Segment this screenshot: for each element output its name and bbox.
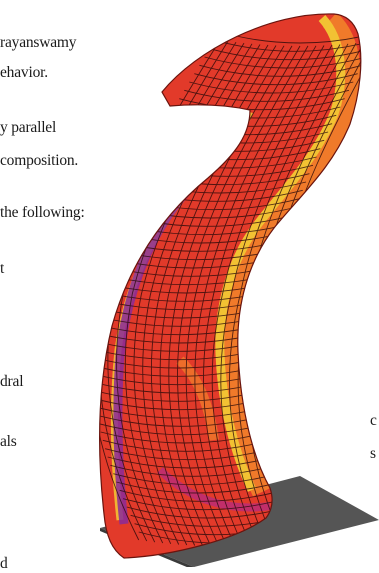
text-fragment: composition.: [0, 152, 79, 169]
text-fragment: als: [0, 433, 17, 450]
mesh-rib: [209, 48, 361, 61]
text-fragment: s: [370, 445, 376, 462]
mesh-rib: [184, 89, 350, 102]
mesh-longitude: [194, 45, 317, 546]
mesh-rib: [107, 456, 274, 469]
mesh-rib: [99, 423, 268, 436]
mesh-longitude: [177, 45, 301, 547]
mesh-rib: [194, 73, 358, 86]
mesh-rib: [189, 81, 354, 94]
mesh-longitude: [211, 44, 333, 546]
text-fragment: rayanswamy: [0, 34, 77, 51]
mesh-rib: [199, 64, 361, 77]
mesh-longitude: [203, 45, 325, 546]
mesh-outline: [98, 13, 362, 559]
mesh-longitude: [220, 44, 341, 545]
mesh-rib: [113, 473, 279, 486]
mesh-rib: [102, 439, 271, 452]
mesh-longitude: [185, 45, 309, 547]
mesh-rib: [100, 431, 269, 444]
text-fragment: t: [0, 260, 5, 277]
text-fragment: d: [0, 555, 8, 572]
mesh-longitude: [229, 43, 349, 544]
text-fragment: the following:: [0, 204, 85, 221]
mesh-body: [99, 13, 361, 558]
mesh-rib: [219, 31, 361, 44]
text-fragment: dral: [0, 373, 24, 390]
mesh-rib: [105, 448, 272, 461]
text-fragment: c: [370, 412, 377, 429]
mesh-rib: [204, 56, 361, 69]
mesh-rib: [123, 498, 286, 511]
mesh-rib: [214, 39, 361, 52]
text-fragment: y parallel: [0, 119, 57, 136]
mesh-rib: [119, 489, 284, 502]
mesh-rib: [110, 464, 276, 477]
mesh-rib: [116, 481, 281, 494]
text-fragment: ehavior.: [0, 64, 48, 81]
